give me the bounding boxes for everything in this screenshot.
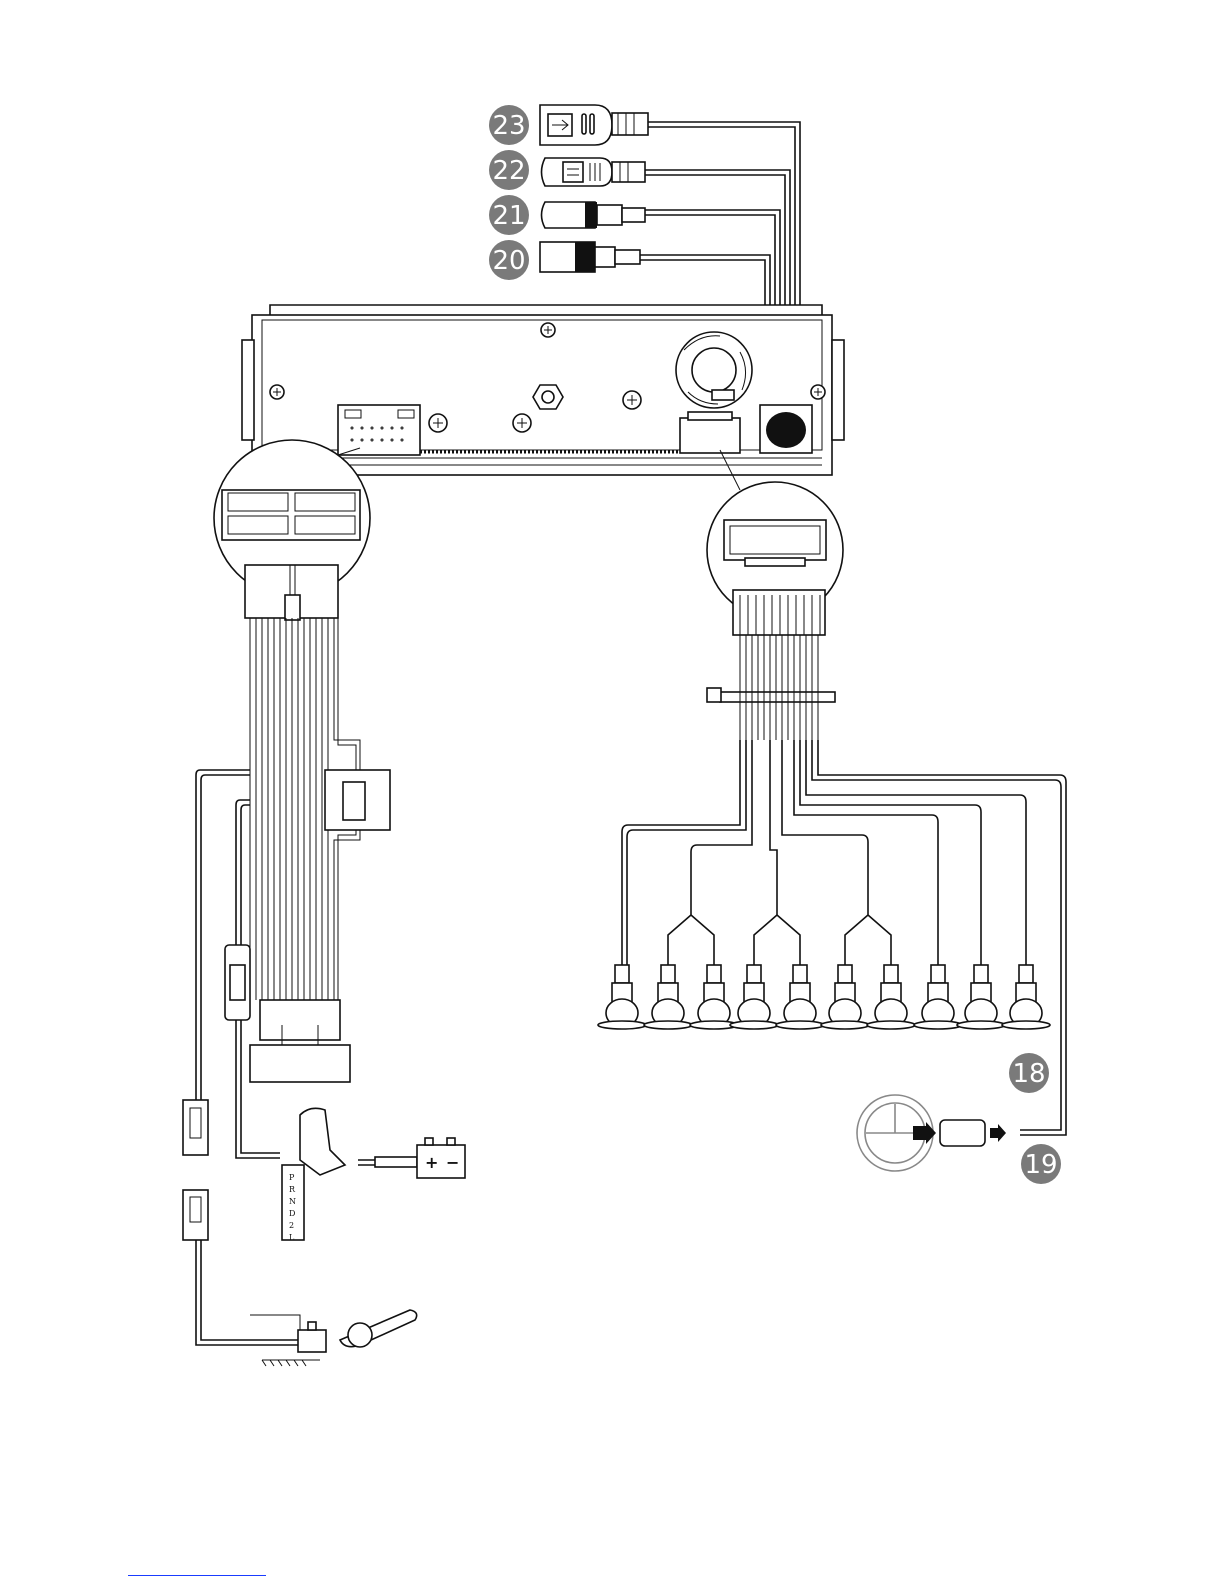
badge-19: 19 [1021,1144,1061,1184]
svg-text:D: D [289,1209,295,1218]
svg-text:23: 23 [492,111,525,141]
usb-plug [540,105,648,145]
svg-text:N: N [289,1197,296,1206]
parking-brake-icon [250,1310,417,1366]
svg-text:R: R [289,1185,296,1194]
rca-connectors [598,965,1050,1029]
svg-text:+: + [425,1153,438,1172]
badge-18: 18 [1009,1053,1049,1093]
svg-text:20: 20 [492,246,525,276]
battery-icon: + − [358,1138,465,1178]
svg-text:19: 19 [1024,1150,1057,1180]
badge-21: 21 [489,195,529,235]
svg-text:2: 2 [289,1221,294,1230]
svg-text:18: 18 [1012,1059,1045,1089]
svg-text:L: L [289,1233,295,1242]
badge-23: 23 [489,105,529,145]
video-plug-20 [540,242,640,272]
svg-text:21: 21 [492,201,525,231]
svg-text:P: P [289,1173,295,1182]
badge-20: 20 [489,240,529,280]
svg-text:22: 22 [492,156,525,186]
svg-text:−: − [446,1153,459,1172]
audio-plug-21 [542,202,646,228]
rca-harness [622,590,1066,1135]
aux-icon [563,162,583,182]
steering-remote-icon [857,1095,1006,1171]
badge-22: 22 [489,150,529,190]
link-underline[interactable] [128,1575,266,1576]
head-unit-rear [242,305,844,475]
aux-plug [542,158,646,186]
